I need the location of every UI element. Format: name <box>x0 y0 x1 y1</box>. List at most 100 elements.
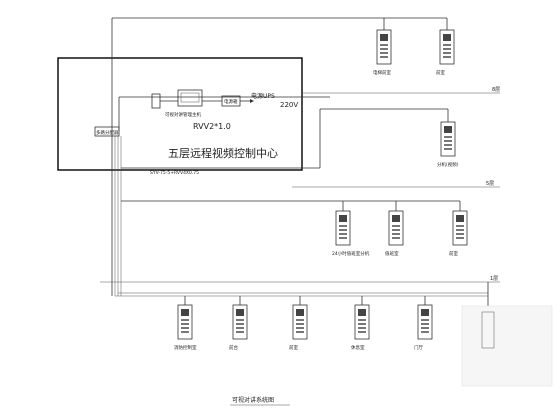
diagram-caption: 可视对讲系统图 <box>232 396 274 404</box>
station-key <box>236 331 244 333</box>
floor-label-1: 1层 <box>490 276 498 282</box>
station-screen <box>392 215 400 222</box>
row4-stations: 消防控制室 前台 前室 休息室 门厅 <box>174 304 433 351</box>
control-center-title: 五层远程视频控制中心 <box>168 146 278 160</box>
station-screen <box>339 215 347 222</box>
station-screen <box>236 309 244 316</box>
station-key <box>296 319 304 321</box>
station-key <box>236 323 244 325</box>
intercom-station: 前室 <box>449 210 468 257</box>
station-key <box>421 331 429 333</box>
station-key <box>339 229 347 231</box>
station-key <box>236 319 244 321</box>
cable-label: RVV2*1.0 <box>193 122 231 131</box>
station-key <box>456 229 464 231</box>
main-cable-label: SYV-75-5+RVV4X0.75 <box>150 170 199 176</box>
station-key <box>456 233 464 235</box>
station-key <box>181 323 189 325</box>
station-key <box>421 327 429 329</box>
power-box-label: 电源箱 <box>224 98 238 105</box>
station-label: 24小时值班室分机 <box>332 250 370 257</box>
station-key <box>444 148 452 150</box>
station-label: 休息室 <box>351 344 365 351</box>
station-key <box>358 323 366 325</box>
station-label: 前室 <box>289 344 298 351</box>
station-key <box>380 52 388 54</box>
monitor-device <box>177 89 203 107</box>
row2-stations: 分机(视频) <box>437 121 459 168</box>
station-key <box>296 323 304 325</box>
station-key <box>421 323 429 325</box>
monitor-label: 可视对讲管理主机 <box>165 111 201 118</box>
voltage-label: 220V <box>280 101 298 109</box>
control-center-box <box>57 57 303 171</box>
station-screen <box>296 309 304 316</box>
station-key <box>392 233 400 235</box>
station-key <box>339 233 347 235</box>
station-screen <box>443 34 451 41</box>
station-screen <box>358 309 366 316</box>
station-screen <box>421 309 429 316</box>
station-key <box>392 229 400 231</box>
intercom-station: 门厅 <box>414 304 433 351</box>
ups-label: 电源UPS <box>251 92 275 100</box>
station-key <box>358 319 366 321</box>
distributor-box <box>94 126 120 137</box>
station-key <box>392 237 400 239</box>
station-key <box>181 319 189 321</box>
outdoor-station <box>481 311 495 349</box>
intercom-station: 值班室 <box>385 210 404 257</box>
station-key <box>444 136 452 138</box>
station-label: 值班室 <box>385 250 399 257</box>
station-label: 消防控制室 <box>174 344 197 351</box>
keypad-device <box>151 93 161 109</box>
station-key <box>380 44 388 46</box>
station-key <box>181 331 189 333</box>
station-key <box>296 327 304 329</box>
intercom-station: 前室 <box>289 304 308 351</box>
side-panel <box>461 305 553 387</box>
station-key <box>444 144 452 146</box>
station-screen <box>380 34 388 41</box>
station-key <box>358 327 366 329</box>
station-key <box>380 48 388 50</box>
station-key <box>443 48 451 50</box>
row1-stations: 电梯前室 前室 <box>373 29 455 76</box>
station-key <box>181 327 189 329</box>
intercom-station: 前台 <box>229 304 248 351</box>
station-screen <box>444 126 452 133</box>
station-key <box>444 140 452 142</box>
station-screen <box>181 309 189 316</box>
station-label: 分机(视频) <box>437 161 459 168</box>
floor-label-8: 8层 <box>492 87 500 93</box>
station-key <box>443 44 451 46</box>
station-key <box>443 56 451 58</box>
intercom-station: 消防控制室 <box>174 304 197 351</box>
station-label: 前室 <box>449 250 458 257</box>
intercom-station: 前室 <box>436 29 455 76</box>
station-key <box>296 331 304 333</box>
station-key <box>456 237 464 239</box>
station-key <box>456 225 464 227</box>
intercom-station: 电梯前室 <box>373 29 391 76</box>
station-key <box>443 52 451 54</box>
station-key <box>339 237 347 239</box>
station-key <box>392 225 400 227</box>
station-screen <box>456 215 464 222</box>
floor-label-5: 5层 <box>486 181 494 187</box>
station-label: 电梯前室 <box>373 69 391 76</box>
distributor-label: 多路分配器 <box>96 129 119 136</box>
station-key <box>421 319 429 321</box>
station-label: 前室 <box>436 69 445 76</box>
station-label: 前台 <box>229 344 238 351</box>
station-key <box>380 56 388 58</box>
station-label: 门厅 <box>414 344 423 351</box>
row3-stations: 24小时值班室分机 值班室 前室 <box>332 210 468 257</box>
intercom-station: 分机(视频) <box>437 121 459 168</box>
intercom-station: 休息室 <box>351 304 370 351</box>
station-key <box>236 327 244 329</box>
station-key <box>339 225 347 227</box>
station-key <box>358 331 366 333</box>
intercom-station: 24小时值班室分机 <box>332 210 370 257</box>
